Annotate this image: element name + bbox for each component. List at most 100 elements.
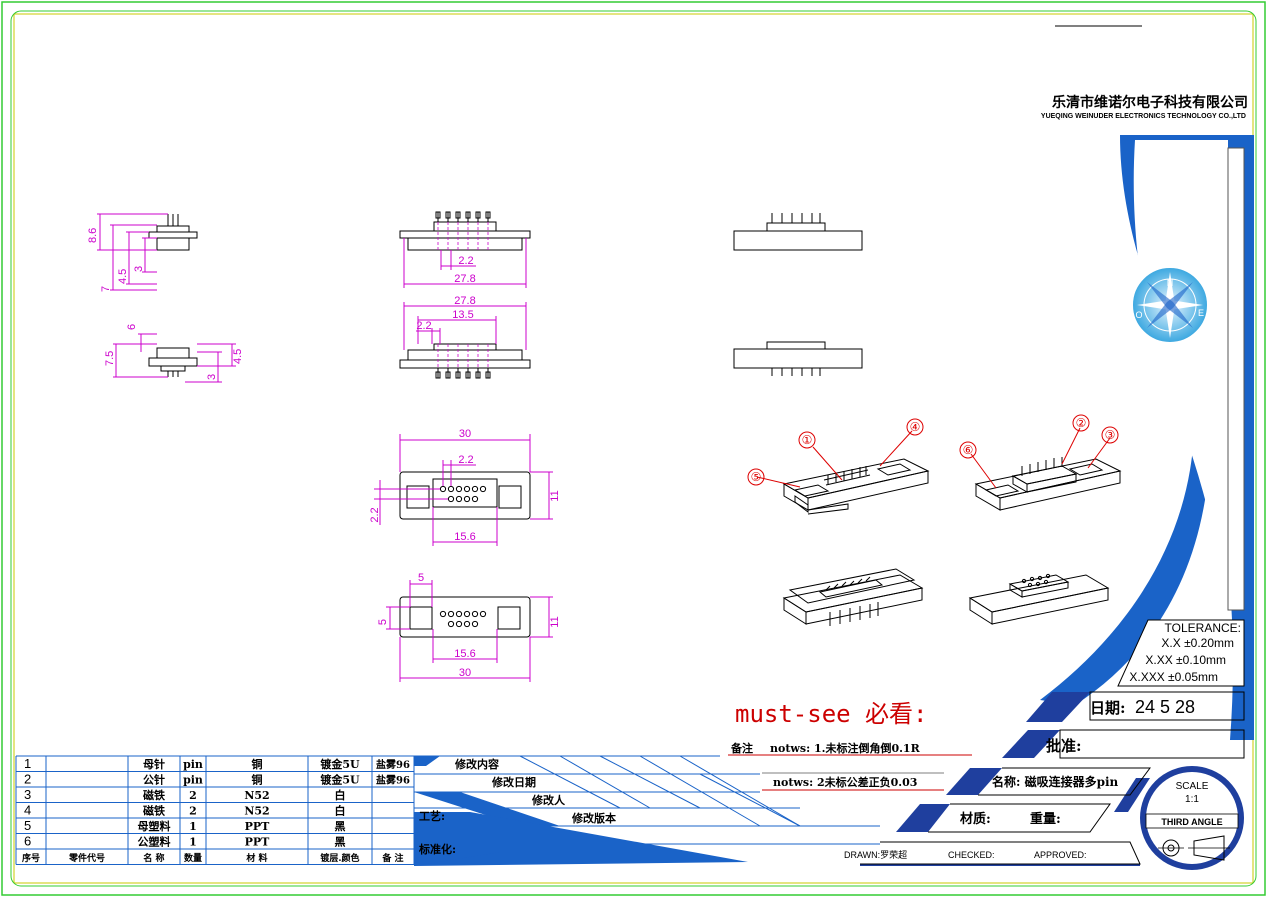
revision-person: 修改人 xyxy=(531,793,566,807)
callout-3: ③ xyxy=(1105,428,1116,442)
view-back-hidden xyxy=(437,344,489,368)
weight-label: 重量: xyxy=(1030,811,1061,827)
compass-letters: N E S O xyxy=(1135,278,1204,352)
bom-cell: 公塑料 xyxy=(138,835,171,849)
revision-stripes xyxy=(414,756,748,866)
bom-cell: 4 xyxy=(24,803,31,818)
tolerance-title: TOLERANCE: xyxy=(1165,621,1241,635)
tolerance-line-3: X.XXX ±0.05mm xyxy=(1129,670,1218,684)
bom-header: 序号 xyxy=(22,852,40,864)
third-angle-label: THIRD ANGLE xyxy=(1161,817,1222,827)
approved-label: APPROVED: xyxy=(1034,850,1087,860)
revision-standard: 标准化: xyxy=(418,842,456,856)
revision-content: 修改内容 xyxy=(454,757,499,771)
revision-texts: 修改内容 修改日期 修改人 修改版本 工艺: 标准化: xyxy=(418,757,616,856)
compass-w: O xyxy=(1135,310,1142,320)
iso-view-male-top xyxy=(974,457,1122,511)
tolerance-line-1: X.X ±0.20mm xyxy=(1161,636,1234,650)
dim-back-13-5: 13.5 xyxy=(452,309,473,321)
title-band xyxy=(1040,135,1254,740)
callout-6: ⑥ xyxy=(963,443,974,457)
notes-label: 备注 xyxy=(730,741,753,755)
dim-front-2-2: 2.2 xyxy=(458,255,473,267)
note-1: notws: 1.未标注倒角倒0.1R xyxy=(770,741,921,755)
bom-cell: 黑 xyxy=(335,836,346,849)
bom-cell: N52 xyxy=(244,789,269,802)
iso-view-female-bottom xyxy=(782,568,924,626)
bom-cell: 2 xyxy=(189,789,197,802)
dim-labels-back: 27.8 13.5 2.2 xyxy=(416,295,475,332)
dim-labels-side-lower: 6 7.5 4.5 3 xyxy=(104,324,244,380)
dim-8-6: 8.6 xyxy=(87,228,99,243)
dim-bot-11: 11 xyxy=(549,616,561,627)
note-2: notws: 2未标公差正负0.03 xyxy=(773,775,917,789)
bom-header: 备 注 xyxy=(381,852,403,864)
iso-view-female-top xyxy=(782,458,930,515)
compass-e: E xyxy=(1198,308,1204,318)
view-bottom xyxy=(399,596,531,638)
dim-bot-30: 30 xyxy=(459,667,471,679)
dims-front xyxy=(403,238,527,288)
bom-cell: pin xyxy=(183,774,203,787)
bom-header: 零件代号 xyxy=(68,852,105,864)
dim-top-left-2-2: 2.2 xyxy=(369,507,381,522)
dims-side-lower xyxy=(113,333,236,383)
callout-4: ④ xyxy=(910,420,921,434)
dim-front-27-8: 27.8 xyxy=(454,273,475,285)
iso-view-male-bottom xyxy=(968,573,1110,625)
revision-version: 修改版本 xyxy=(571,811,616,825)
callout-2: ② xyxy=(1076,416,1087,430)
compass-n: N xyxy=(1167,278,1174,288)
bom-cell: 5 xyxy=(24,818,31,833)
dim-top-11: 11 xyxy=(549,490,561,501)
dims-bottom xyxy=(386,580,553,682)
dim-top-2-2: 2.2 xyxy=(458,454,473,466)
dims-side-upper xyxy=(97,213,168,291)
dims-top-holes xyxy=(374,434,553,546)
view-front-hidden xyxy=(437,222,489,250)
bom-cell: N52 xyxy=(244,805,269,818)
dim-bot-5-top: 5 xyxy=(418,572,424,584)
dim-bot-15-6: 15.6 xyxy=(454,648,475,660)
dim-3: 3 xyxy=(133,266,145,272)
dim-6: 6 xyxy=(126,324,138,330)
bom-cell: 铜 xyxy=(251,773,263,787)
dim-top-15-6: 15.6 xyxy=(454,531,475,543)
dim-labels-top-holes: 30 2.2 11 2.2 15.6 xyxy=(369,428,561,543)
bom-cell: 母塑料 xyxy=(138,819,171,833)
bom-cell: 公针 xyxy=(143,773,165,787)
checked-label: CHECKED: xyxy=(948,850,995,860)
tolerance-box xyxy=(1117,619,1245,687)
bom-header: 镀层.颜色 xyxy=(320,852,359,864)
dim-7: 7 xyxy=(100,286,112,292)
revision-process: 工艺: xyxy=(419,809,445,823)
material-label: 材质: xyxy=(960,811,991,827)
bom-cell: 磁铁 xyxy=(143,788,165,802)
dim-labels-front: 2.2 27.8 xyxy=(454,255,475,285)
bom-cell: 2 xyxy=(189,805,197,818)
view-top-holes xyxy=(399,471,531,520)
bom-cell: 磁铁 xyxy=(143,804,165,818)
view-side-lower xyxy=(148,347,198,377)
scale-circle xyxy=(1140,766,1244,870)
bom-cell: 盐雾96 xyxy=(376,774,410,787)
dim-labels-side-upper: 8.6 7 4.5 3 xyxy=(87,228,145,292)
bom-cell: 铜 xyxy=(251,757,263,771)
bom-cell: PPT xyxy=(245,836,271,849)
bom-cell: pin xyxy=(183,758,203,771)
bom-header: 数量 xyxy=(184,852,202,864)
bom-cell: 1 xyxy=(189,836,197,849)
view-front xyxy=(399,211,531,251)
dim-back-2-2: 2.2 xyxy=(416,320,431,332)
bom-cell: PPT xyxy=(245,820,271,833)
approve-label: 批准: xyxy=(1046,737,1082,755)
dim-back-27-8: 27.8 xyxy=(454,295,475,307)
callout-1: ① xyxy=(802,433,813,447)
dim-labels-bottom: 5 5 11 15.6 30 xyxy=(377,572,561,679)
part-name: 名称: 磁吸连接器多pin xyxy=(992,774,1119,789)
date-label: 日期: xyxy=(1090,699,1126,717)
revision-date: 修改日期 xyxy=(491,775,536,789)
bom-cell: 盐雾96 xyxy=(376,758,410,771)
